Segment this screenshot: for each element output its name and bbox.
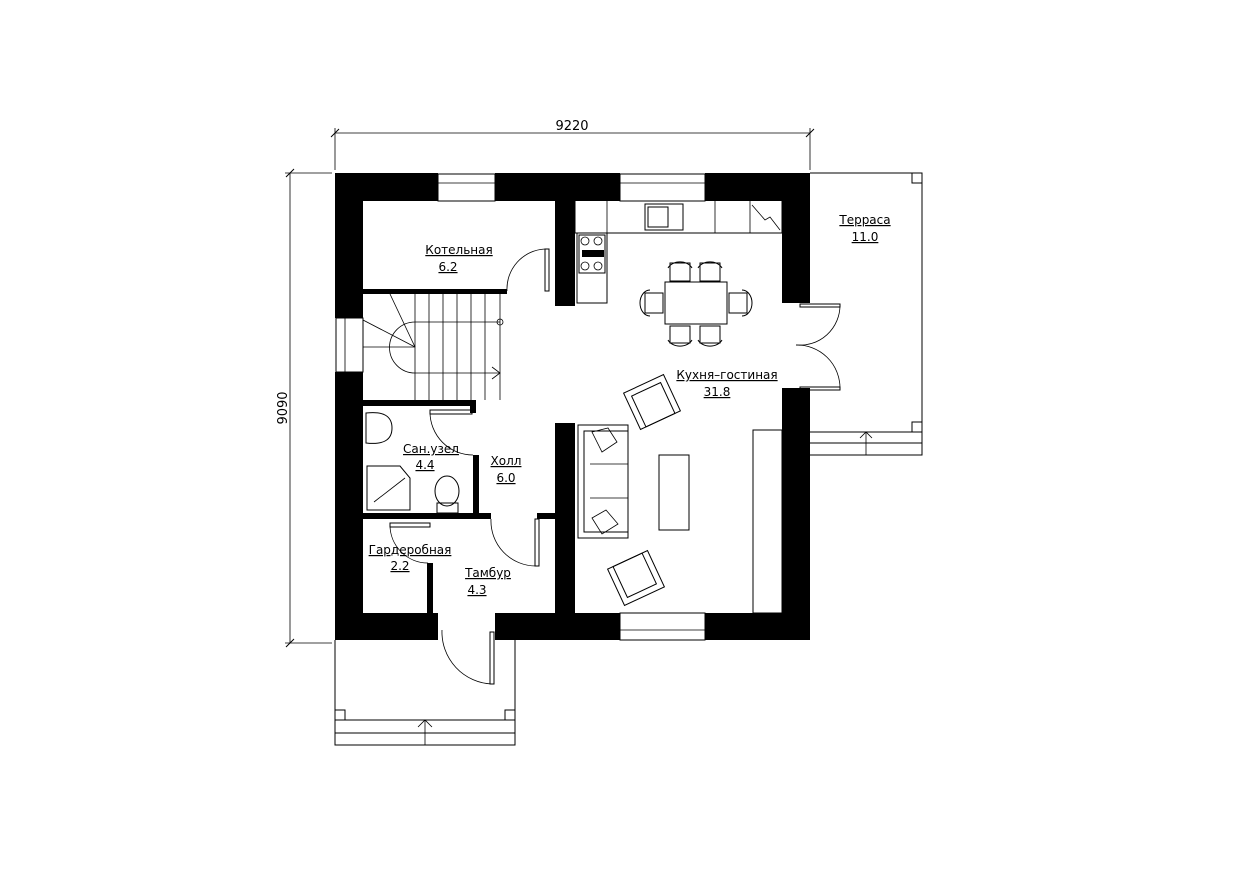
dimension-width: 9220 bbox=[330, 119, 815, 170]
svg-text:Кухня–гостиная: Кухня–гостиная bbox=[676, 368, 777, 382]
dimension-height: 9090 bbox=[276, 168, 332, 648]
svg-text:Гардеробная: Гардеробная bbox=[369, 543, 452, 557]
svg-text:6.2: 6.2 bbox=[438, 260, 457, 274]
width-label: 9220 bbox=[555, 119, 588, 134]
window bbox=[335, 317, 364, 373]
room-label-wardrobe: Гардеробная 2.2 bbox=[369, 543, 452, 573]
sofa-icon bbox=[577, 424, 629, 539]
svg-text:Терраса: Терраса bbox=[838, 213, 890, 227]
room-label-terrace: Терраса 11.0 bbox=[838, 213, 890, 244]
exterior-walls bbox=[335, 173, 810, 641]
height-label: 9090 bbox=[276, 391, 291, 424]
room-label-kitchen-living: Кухня–гостиная 31.8 bbox=[676, 368, 777, 399]
svg-text:4.4: 4.4 bbox=[415, 458, 434, 472]
svg-text:11.0: 11.0 bbox=[852, 230, 879, 244]
svg-text:4.3: 4.3 bbox=[467, 583, 486, 597]
terrace-outline bbox=[810, 172, 923, 456]
armchair-icon bbox=[606, 549, 666, 607]
room-label-vestibule: Тамбур 4.3 bbox=[464, 566, 511, 597]
room-label-bathroom: Сан.узел 4.4 bbox=[403, 442, 459, 472]
living-furniture bbox=[577, 373, 783, 614]
interior-walls bbox=[363, 201, 575, 613]
window bbox=[437, 173, 496, 202]
svg-text:Холл: Холл bbox=[491, 454, 522, 468]
room-label-boiler: Котельная 6.2 bbox=[425, 243, 492, 274]
svg-text:31.8: 31.8 bbox=[704, 385, 731, 399]
armchair-icon bbox=[622, 373, 682, 431]
svg-text:Котельная: Котельная bbox=[425, 243, 492, 257]
window bbox=[619, 612, 706, 641]
porch-outline bbox=[334, 640, 516, 746]
shower-icon bbox=[366, 465, 411, 511]
coffee-table bbox=[658, 454, 690, 531]
kitchen-furniture bbox=[574, 201, 783, 304]
stove-icon bbox=[578, 234, 606, 274]
sink-icon bbox=[365, 412, 393, 444]
staircase bbox=[362, 293, 504, 400]
svg-text:2.2: 2.2 bbox=[390, 559, 409, 573]
window bbox=[619, 173, 706, 202]
kitchen-sink-icon bbox=[644, 203, 684, 231]
doors bbox=[389, 248, 841, 685]
room-label-hall: Холл 6.0 bbox=[491, 454, 522, 485]
toilet-icon bbox=[434, 475, 460, 507]
svg-text:6.0: 6.0 bbox=[496, 471, 515, 485]
dining-table bbox=[639, 261, 753, 347]
tv-stand bbox=[752, 429, 783, 614]
bathroom-fixtures bbox=[365, 412, 460, 514]
svg-text:Сан.узел: Сан.узел bbox=[403, 442, 459, 456]
svg-text:Тамбур: Тамбур bbox=[464, 566, 511, 580]
